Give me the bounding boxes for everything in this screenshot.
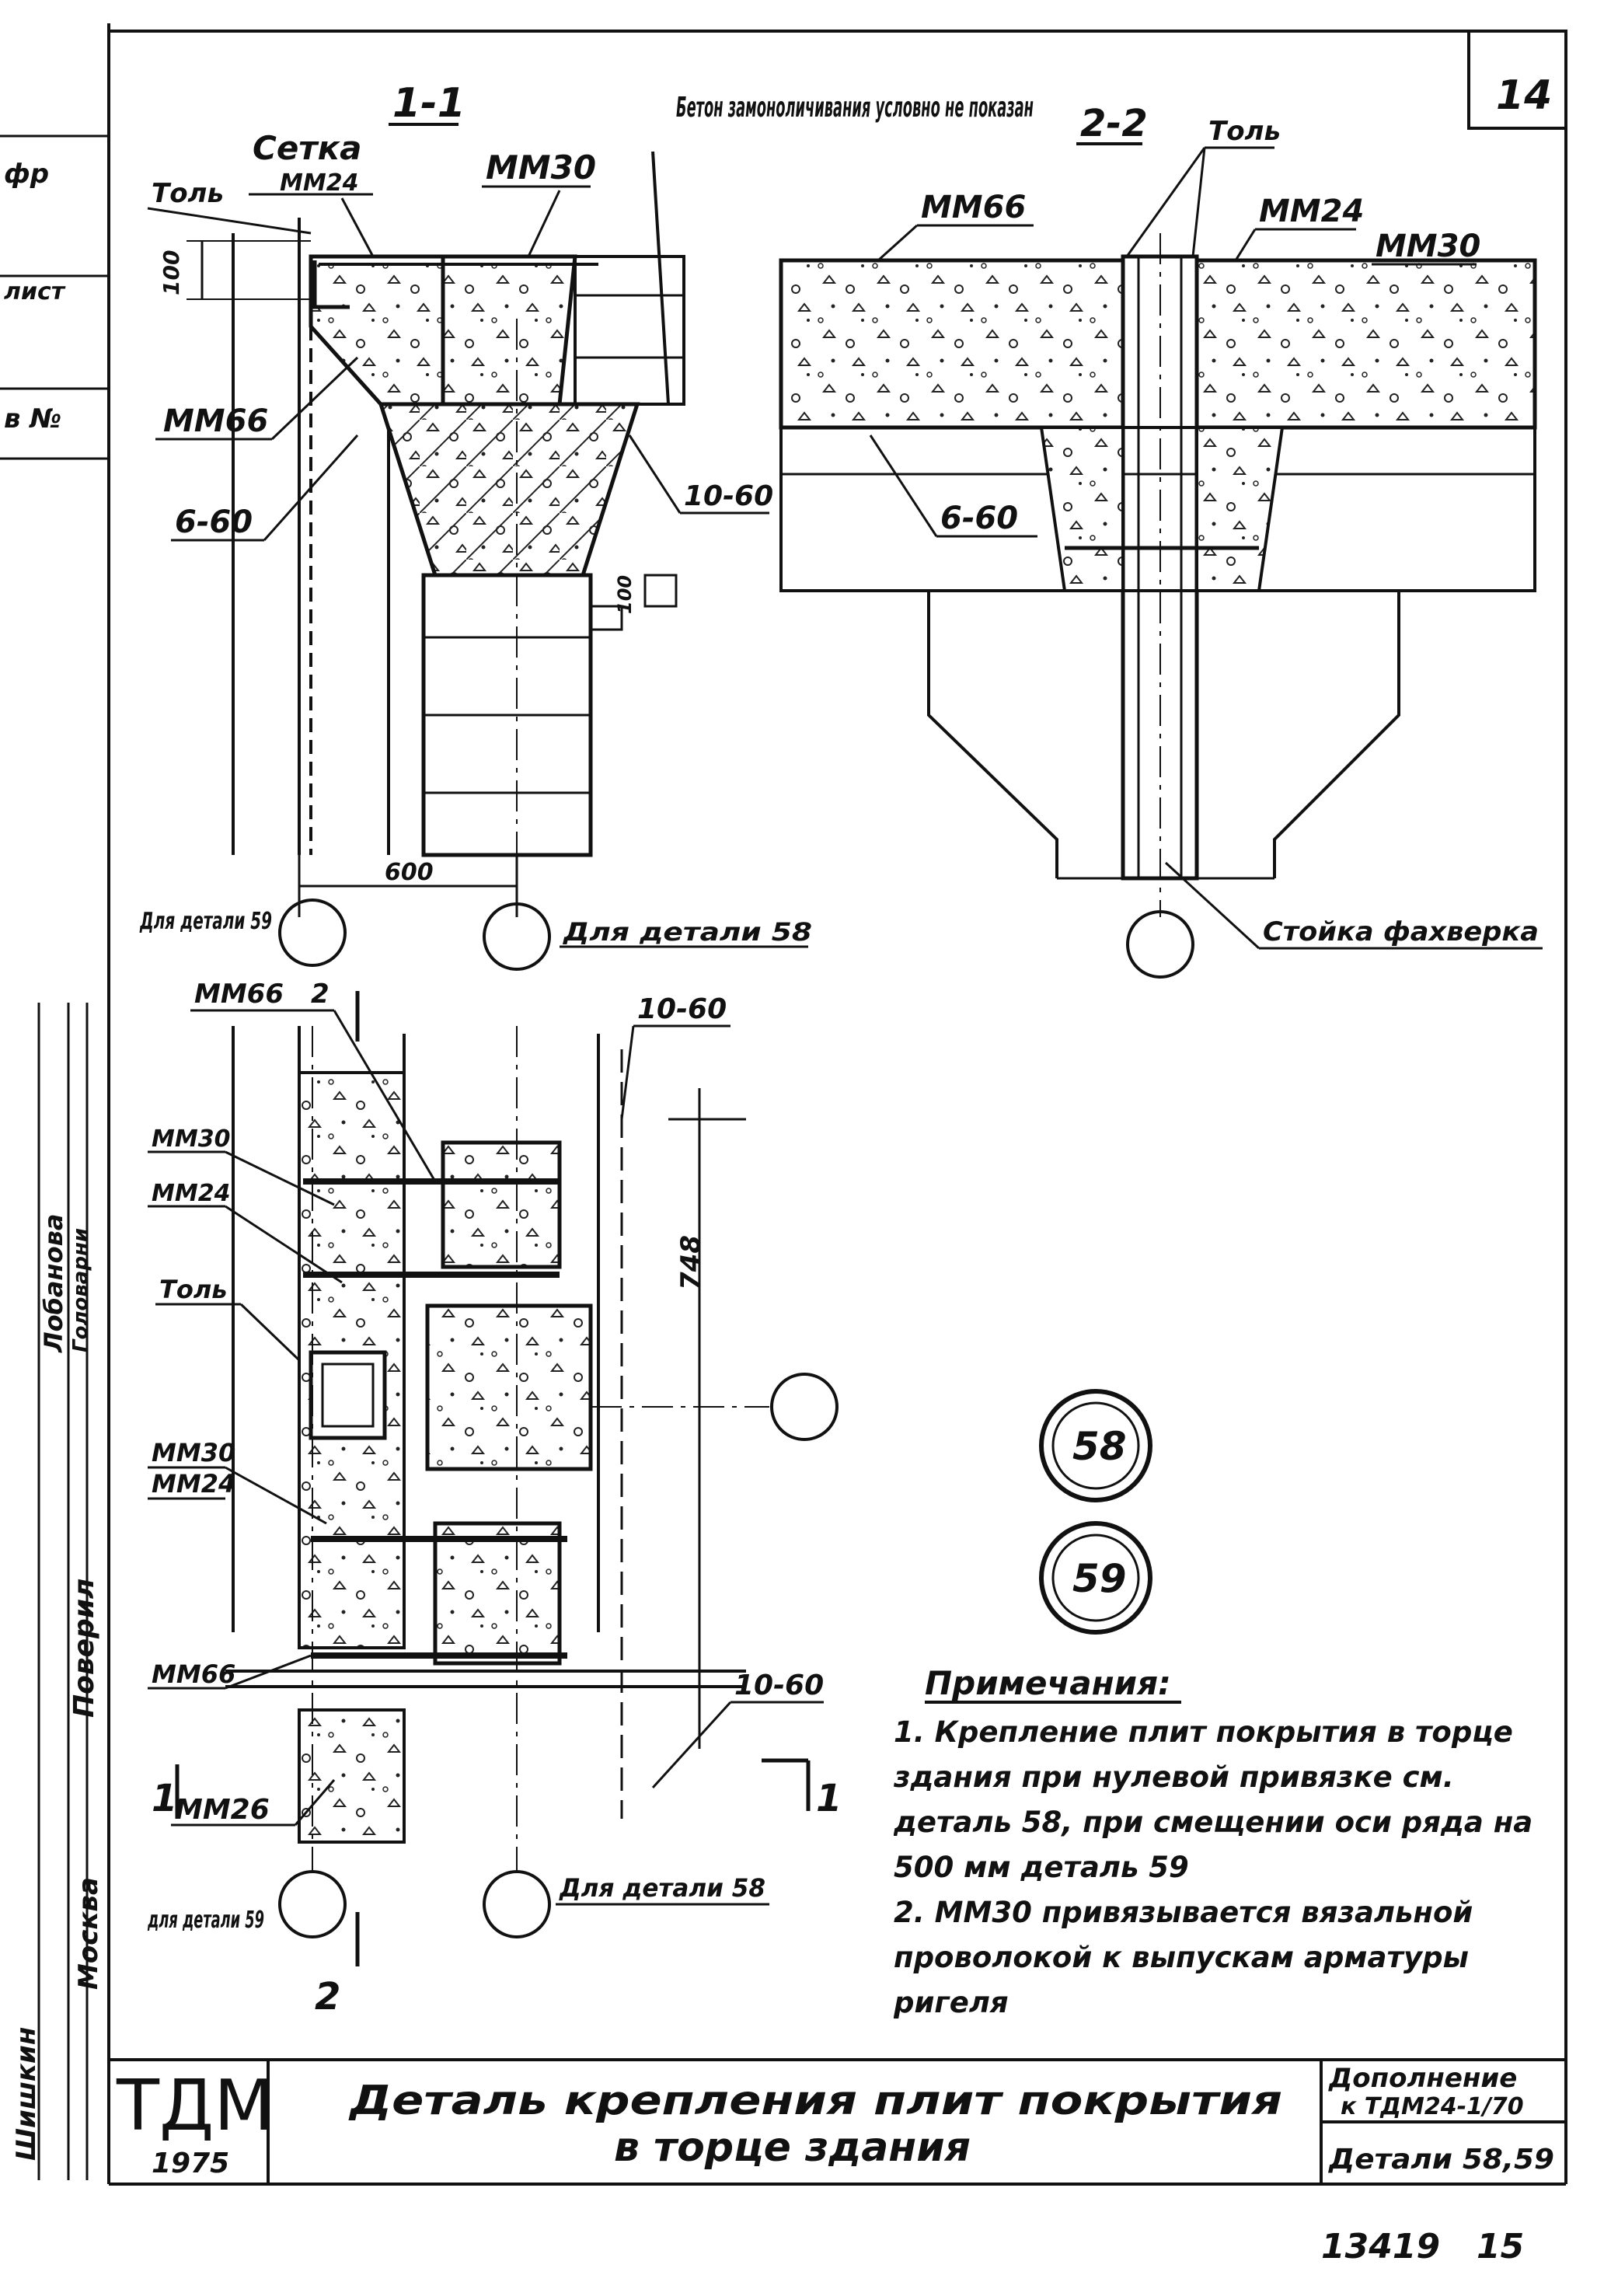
margin-signature-2: Головарни: [69, 1228, 92, 1352]
section-1-1: 1-1 600: [139, 80, 1034, 971]
label-10-60-top: 10-60: [637, 993, 727, 1025]
title-year: 1975: [152, 2148, 229, 2179]
label-mm66: ММ66: [163, 403, 268, 439]
margin-item-sheet: лист: [4, 278, 66, 305]
section-2-2-label: 2-2: [1080, 102, 1148, 145]
callout-plan-59: для детали 59: [147, 1907, 264, 1934]
title-details: Детали 58,59: [1328, 2144, 1554, 2176]
margin-item-format: фр: [4, 159, 49, 190]
label-mm24-2: ММ24: [1259, 194, 1364, 229]
margin-signature-1: Лобанова: [39, 1214, 68, 1353]
plan-view: 748 10-60 10-60 ММ66 2 ММ30 ММ24 Толь ММ…: [147, 979, 842, 2019]
label-mm30-plan-b: ММ30: [152, 1438, 235, 1467]
section-2-2: 2-2 Толь ММ66 ММ24 ММ30 6-60: [779, 102, 1543, 979]
label-tol-plan: Толь: [159, 1275, 227, 1304]
label-mm30-2: ММ30: [1376, 229, 1480, 264]
label-cut-1-left: 1: [152, 1777, 177, 1820]
label-mm66-top: ММ66: [194, 979, 284, 1010]
label-b60-2: 6-60: [940, 501, 1018, 536]
callout-detail-59: Для детали 59: [139, 908, 272, 935]
notes: Примечания: 1. Крепление плит покрытия в…: [894, 1664, 1533, 2019]
notes-title: Примечания:: [925, 1664, 1171, 1702]
sheet-number: 15: [1477, 2227, 1524, 2266]
title-block: [109, 2058, 1566, 2184]
callout-detail-58: Для детали 58: [563, 917, 812, 947]
dim-100b: 100: [614, 575, 636, 614]
label-stoyka: Стойка фахверка: [1263, 916, 1539, 947]
label-mm24: ММ24: [280, 169, 358, 197]
section-1-1-label: 1-1: [392, 80, 466, 127]
label-plan-2-bottom: 2: [315, 1975, 340, 2019]
svg-text:58: 58: [1072, 1424, 1127, 1469]
title-line-2: в торце здания: [614, 2124, 971, 2171]
margin-signature-3: Поверил: [68, 1579, 100, 1718]
title-line-1: Деталь крепления плит покрытия: [348, 2078, 1282, 2124]
label-plan-2-top: 2: [311, 979, 330, 1010]
page-number: 14: [1496, 72, 1552, 119]
dim-100: 100: [159, 250, 184, 295]
detail-mark-58: 58: [1039, 1389, 1152, 1502]
addition-line-1: Дополнение: [1328, 2063, 1517, 2094]
label-tol: Толь: [152, 178, 224, 209]
sheet-frame: [107, 23, 1567, 2186]
label-mm24-plan: ММ24: [152, 1180, 230, 1207]
label-10-60: 10-60: [684, 480, 773, 512]
detail-mark-59: 59: [1039, 1521, 1152, 1635]
archive-number: 13419: [1321, 2227, 1440, 2266]
margin-stamp: [0, 134, 109, 2180]
label-setka: Сетка: [253, 129, 362, 167]
note-item-2: 2. ММ30 привязывается вязальной проволок…: [894, 1896, 1473, 2019]
label-mm30: ММ30: [486, 148, 596, 187]
label-mm24-plan-b: ММ24: [152, 1469, 235, 1499]
callout-plan-58: Для детали 58: [559, 1873, 765, 1903]
label-mm66-plan-b: ММ66: [152, 1659, 235, 1689]
dim-600: 600: [385, 859, 434, 886]
margin-item-number: в №: [4, 403, 61, 434]
label-mm30-plan: ММ30: [152, 1125, 230, 1153]
svg-text:59: 59: [1072, 1556, 1127, 1601]
label-tol-2: Толь: [1208, 116, 1281, 147]
margin-signature-5: Москва: [73, 1877, 104, 1990]
label-mm26: ММ26: [175, 1794, 270, 1826]
addition-line-2: к ТДМ24-1/70: [1341, 2093, 1524, 2120]
margin-signature-4: Шишкин: [11, 2027, 42, 2161]
label-cut-1-right: 1: [816, 1777, 842, 1820]
label-mm66-2: ММ66: [921, 190, 1026, 225]
label-b60: 6-60: [175, 504, 253, 540]
dim-748: 748: [675, 1235, 706, 1290]
title-logo: ТДМ: [116, 2065, 274, 2147]
concrete-note: Бетон замоноличивания условно не показан: [676, 92, 1034, 124]
label-10-60-bot: 10-60: [734, 1670, 824, 1701]
note-item-1: 1. Крепление плит покрытия в торце здани…: [894, 1715, 1533, 1884]
